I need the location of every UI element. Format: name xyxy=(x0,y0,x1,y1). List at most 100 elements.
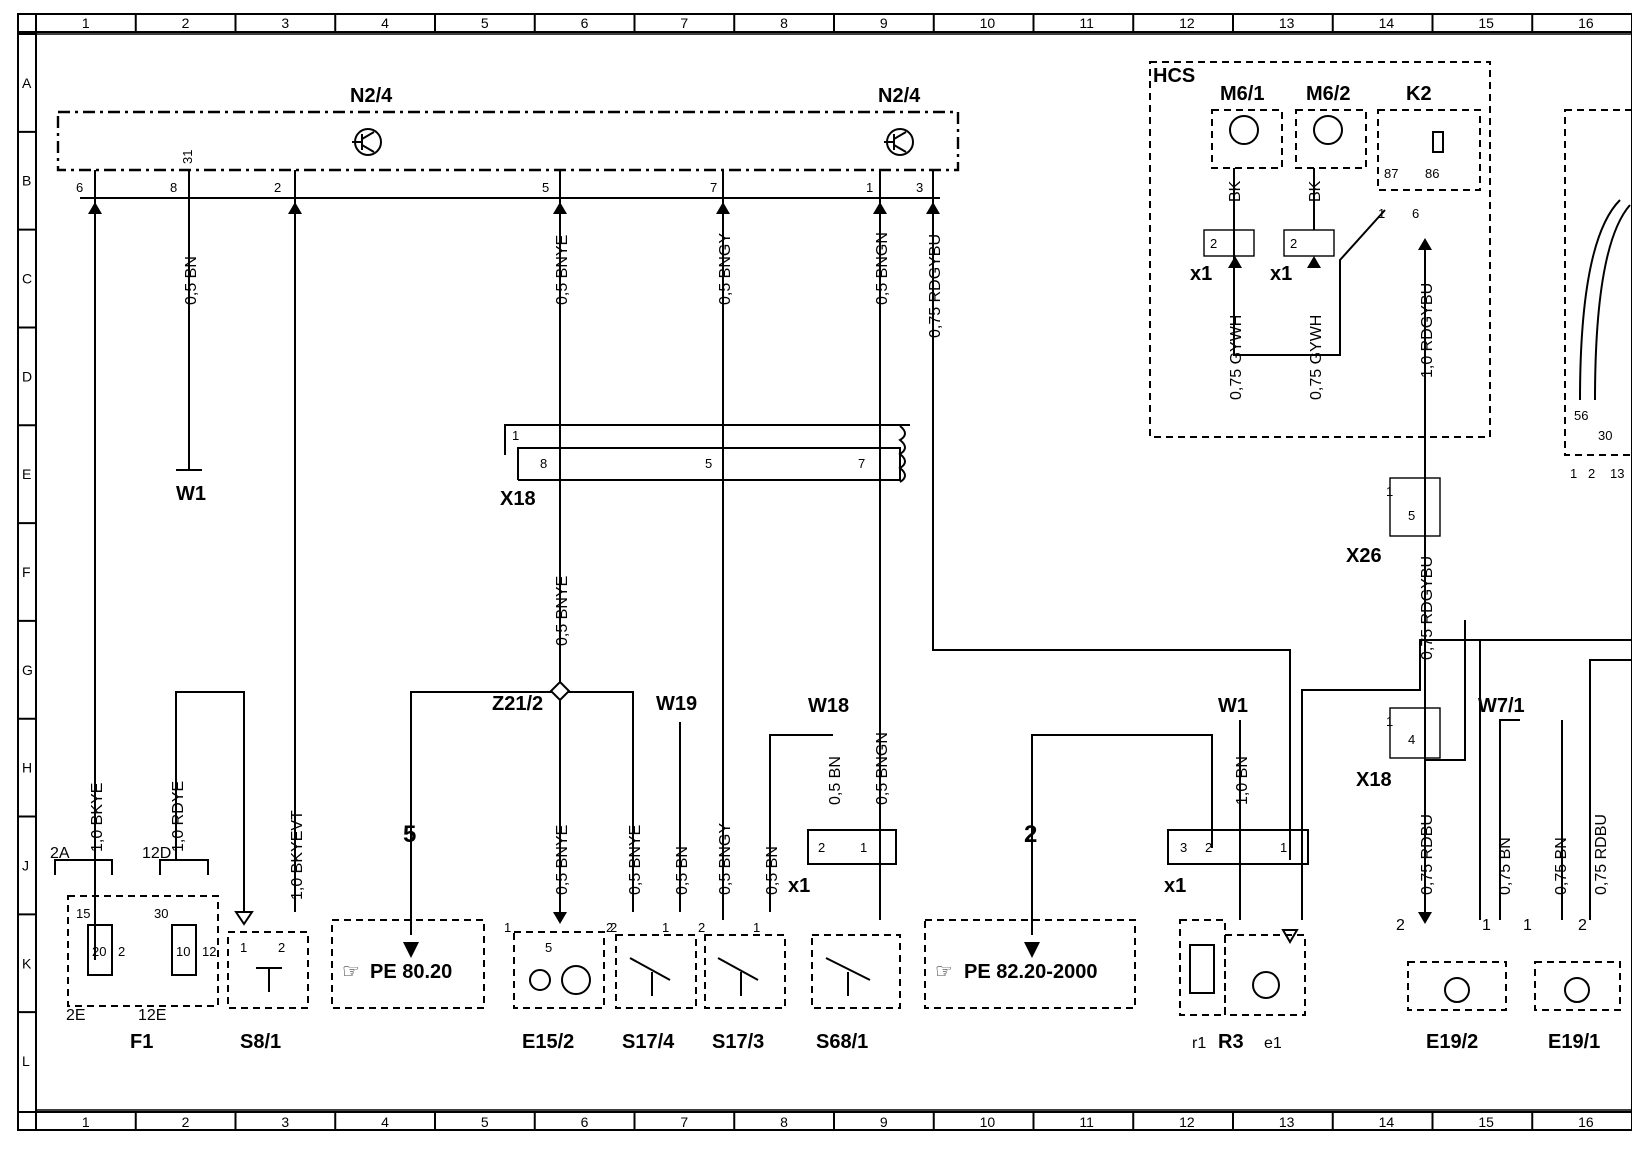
wire-label: 1,0 BN xyxy=(1234,756,1251,805)
wire-label: 0,75 GYWH xyxy=(1228,315,1245,400)
pin-label: 5 xyxy=(545,940,552,955)
x18-top-connector: X18 1 8 5 7 xyxy=(500,424,910,510)
row-label: E xyxy=(22,466,31,482)
pin-label: 30 xyxy=(154,906,168,921)
pin-label: 1 xyxy=(1280,840,1287,855)
column-label: 11 xyxy=(1079,1114,1094,1130)
column-label: 8 xyxy=(780,1114,788,1130)
x1-hcs2-label: x1 xyxy=(1270,263,1292,285)
e192-label: E19/2 xyxy=(1426,1031,1478,1053)
pin-label: 2E xyxy=(66,1007,86,1024)
pe-8020-label: PE 80.20 xyxy=(370,961,452,983)
pin-label: 31 xyxy=(180,150,195,164)
column-label: 1 xyxy=(82,15,90,31)
w71-label: W7/1 xyxy=(1478,695,1525,717)
wire-label: 0,5 BNGN xyxy=(874,732,891,805)
pin-label: 2 xyxy=(1588,466,1595,481)
pin-label: 2 xyxy=(1205,840,1212,855)
reference-icon: ☞ xyxy=(935,961,953,983)
pin-label: 1 xyxy=(860,840,867,855)
column-label: 9 xyxy=(880,1114,888,1130)
column-label: 3 xyxy=(281,1114,289,1130)
wire-label: BK xyxy=(1227,180,1244,202)
pin-label: 87 xyxy=(1384,166,1398,181)
r3-label: R3 xyxy=(1218,1031,1244,1053)
column-ticks: 1122334455667788991010111112121313141415… xyxy=(35,14,1594,1130)
column-label: 14 xyxy=(1379,1114,1395,1130)
pin-label: 1 xyxy=(1386,484,1393,499)
column-label: 9 xyxy=(880,15,888,31)
wiring xyxy=(94,170,1632,960)
pin-label: 1 xyxy=(1482,917,1491,934)
wire-label: 0,5 BN xyxy=(674,846,691,895)
pin-label: 56 xyxy=(1574,408,1588,423)
pin-label: 4 xyxy=(1408,732,1415,747)
pin-label: 13 xyxy=(1610,466,1624,481)
pin-label: 1 xyxy=(512,428,519,443)
column-label: 1 xyxy=(82,1114,90,1130)
pin-label: 15 xyxy=(76,906,90,921)
e1-label: e1 xyxy=(1264,1035,1282,1052)
pin-label: 3 xyxy=(916,180,923,195)
column-label: 12 xyxy=(1179,15,1195,31)
x1-right-connector: 3 2 1 x1 xyxy=(1164,829,1309,897)
x26-connector: 1 5 X26 xyxy=(1346,477,1441,567)
wire-label: 0,5 BN xyxy=(827,756,844,805)
pin-label: 2 xyxy=(606,920,613,935)
pin-label: 1 xyxy=(1570,466,1577,481)
w18-label: W18 xyxy=(808,695,849,717)
pe-8220-box: ☞ PE 82.20-2000 xyxy=(924,919,1136,1009)
pin-label: 2 xyxy=(1290,236,1297,251)
pin-label: 1 xyxy=(504,920,511,935)
pin-label: 2 xyxy=(1396,917,1405,934)
column-label: 16 xyxy=(1578,1114,1594,1130)
s681-label: S68/1 xyxy=(816,1031,868,1053)
wire-label: 1,0 RDGYBU xyxy=(1419,283,1436,378)
column-label: 5 xyxy=(481,1114,489,1130)
pin-label: 2 xyxy=(698,920,705,935)
column-label: 15 xyxy=(1478,1114,1494,1130)
x1-mid-label: x1 xyxy=(788,875,810,897)
row-label: C xyxy=(22,271,32,287)
column-label: 12 xyxy=(1179,1114,1195,1130)
pin-label: 12E xyxy=(138,1007,166,1024)
pin-label: 1 xyxy=(662,920,669,935)
frame xyxy=(17,13,1632,1131)
wire-label: 0,5 BN xyxy=(764,846,781,895)
column-label: 7 xyxy=(680,15,688,31)
pin-label: 5 xyxy=(705,456,712,471)
pin-label: 2 xyxy=(118,944,125,959)
m62-label: M6/2 xyxy=(1306,83,1350,105)
pin-label: 1 xyxy=(1378,206,1385,221)
pin-label: 7 xyxy=(858,456,865,471)
pin-label: 1 xyxy=(1386,714,1393,729)
arrow-2-label: 2 xyxy=(1024,821,1037,848)
pe-8020-box: ☞ PE 80.20 xyxy=(331,919,485,1009)
pin-label: 2 xyxy=(274,180,281,195)
row-label: J xyxy=(22,857,29,873)
column-label: 4 xyxy=(381,1114,389,1130)
wire-label: 0,75 RDGYBU xyxy=(1419,556,1436,660)
wire-label: 0,75 RDGYBU xyxy=(927,234,944,338)
wire-label: BK xyxy=(1307,180,1324,202)
k2-label: K2 xyxy=(1406,83,1432,105)
wire-label: 0,75 BN xyxy=(1553,837,1570,895)
x1-middle-connector: 2 1 x1 xyxy=(788,829,897,897)
pin-label: 6 xyxy=(76,180,83,195)
column-label: 13 xyxy=(1279,15,1295,31)
x26-label: X26 xyxy=(1346,545,1382,567)
pin-label: 1 xyxy=(1523,917,1532,934)
column-label: 13 xyxy=(1279,1114,1295,1130)
pin-label: 30 xyxy=(1598,428,1612,443)
x1-right-label: x1 xyxy=(1164,875,1186,897)
w19-label: W19 xyxy=(656,693,697,715)
row-label: D xyxy=(22,368,32,384)
m61-label: M6/1 xyxy=(1220,83,1264,105)
n24-left-label: N2/4 xyxy=(350,85,393,107)
column-label: 3 xyxy=(281,15,289,31)
w1-right-label: W1 xyxy=(1218,695,1248,717)
row-label: A xyxy=(22,75,32,91)
e152-label: E15/2 xyxy=(522,1031,574,1053)
